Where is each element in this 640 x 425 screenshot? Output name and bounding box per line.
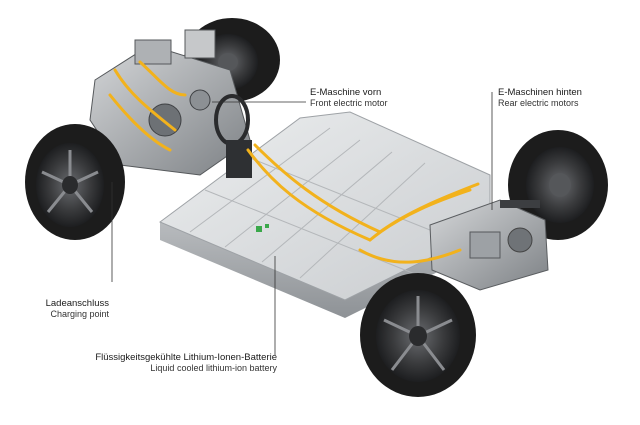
battery-marker [265, 224, 269, 228]
wheel-back-right [508, 130, 608, 240]
hv-cables [108, 60, 480, 264]
front-motor-unit [89, 29, 252, 178]
callout-charging-point-en: Charging point [50, 309, 109, 319]
battery-side [160, 222, 490, 318]
callout-battery: Flüssigkeitsgekühlte Lithium-Ionen-Batte… [95, 352, 277, 374]
callout-charging-point: Ladeanschluss Charging point [46, 298, 109, 320]
callout-front-motor: E-Maschine vorn Front electric motor [310, 87, 388, 109]
rear-motor-unit [429, 199, 549, 291]
callout-rear-motors-en: Rear electric motors [498, 98, 579, 108]
wheel-front-left [25, 124, 125, 240]
callout-front-motor-en: Front electric motor [310, 98, 388, 108]
battery-marker [256, 226, 262, 232]
callout-battery-de: Flüssigkeitsgekühlte Lithium-Ionen-Batte… [95, 352, 277, 363]
leader-lines [111, 92, 493, 355]
battery-top [158, 111, 491, 301]
wheel-rear-front [360, 273, 476, 397]
callout-rear-motors-de: E-Maschinen hinten [498, 87, 582, 98]
callout-charging-point-de: Ladeanschluss [45, 298, 109, 309]
callout-rear-motors: E-Maschinen hinten Rear electric motors [498, 87, 582, 109]
callout-front-motor-de: E-Maschine vorn [310, 87, 382, 98]
callout-battery-en: Liquid cooled lithium-ion battery [150, 363, 277, 373]
